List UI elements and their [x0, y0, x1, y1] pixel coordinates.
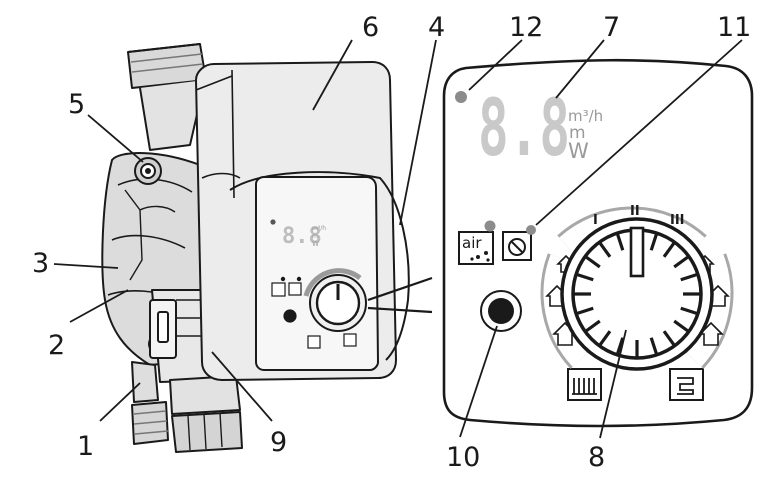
dial-tick: [673, 255, 690, 269]
dial-tick: [662, 330, 676, 347]
control-panel-zoom: 8.8 m³/h m W air: [442, 58, 754, 428]
dial-tick: [598, 330, 612, 347]
module-unit-flow: m³/h: [312, 225, 326, 232]
dial-tick: [615, 337, 625, 356]
segment-display: 8.8 m³/h m W: [478, 84, 603, 174]
speed-label-3: III: [670, 213, 685, 228]
status-led: [455, 91, 467, 103]
restart-led: [526, 225, 536, 235]
callout-8: 8: [588, 442, 605, 473]
dial-tick: [680, 306, 699, 316]
dial-tick: [615, 232, 625, 251]
dial-tick: [649, 337, 659, 356]
speed-label-2: II: [630, 204, 640, 219]
callout-11: 11: [717, 12, 751, 43]
module-unit-head: m: [312, 233, 318, 240]
leader-lines: [53, 39, 743, 439]
callout-2: 2: [48, 330, 65, 361]
mode-buttons: [567, 368, 704, 401]
module-unit-power: W: [312, 240, 319, 248]
callout-12: 12: [509, 12, 543, 43]
module-buttons: [271, 276, 357, 349]
callout-labels: 1 2 3 4 5 6 7 8 9 10 11 12: [32, 12, 751, 473]
venting-button: air: [458, 220, 496, 265]
module-air-button: [271, 282, 286, 297]
operating-button: [480, 290, 522, 332]
dial-tick: [584, 319, 601, 333]
display-digits: 8.8: [478, 84, 570, 174]
restart-button: [502, 231, 532, 261]
callout-9: 9: [270, 427, 287, 458]
dial-tick: [680, 272, 699, 282]
dial-tick: [649, 232, 659, 251]
lower-pipe-connection: [131, 361, 159, 403]
speed-label-1: I: [593, 213, 598, 228]
dial-tick: [575, 306, 594, 316]
callout-7: 7: [603, 12, 620, 43]
module-reset-button: [288, 282, 302, 296]
pump-illustration: [101, 43, 410, 453]
callout-3: 3: [32, 248, 49, 279]
dial-tick: [673, 319, 690, 333]
display-unit-flow: m³/h: [568, 107, 603, 125]
control-dial: I II III: [540, 204, 734, 371]
callout-10: 10: [446, 442, 480, 473]
dial-tick: [575, 272, 594, 282]
dial-tick: [584, 255, 601, 269]
dial-tick: [662, 241, 676, 258]
display-unit-power: W: [568, 139, 589, 163]
module-display: 8.8 m³/h m W: [270, 219, 326, 249]
display-unit-head: m: [569, 123, 586, 143]
union-nut: [169, 375, 241, 415]
dial-tick: [598, 241, 612, 258]
callout-6: 6: [362, 12, 379, 43]
callout-5: 5: [68, 89, 85, 120]
venting-button-label: air: [462, 234, 482, 252]
dial-ticks: [573, 232, 701, 358]
module-digits: 8.8: [282, 224, 322, 249]
callout-4: 4: [428, 12, 445, 43]
zoom-lines: [367, 276, 433, 314]
dial-pointer: [629, 226, 645, 278]
module-dial: [303, 268, 367, 332]
callout-1: 1: [77, 431, 94, 462]
